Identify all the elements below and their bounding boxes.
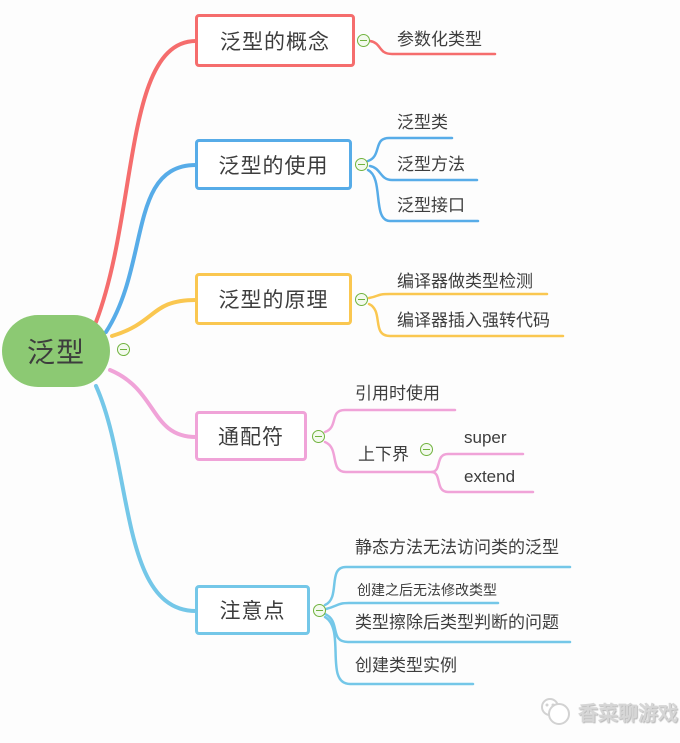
- edge-wildcard-reference-use: [323, 408, 457, 434]
- edge-usage-generic-method: [368, 164, 479, 182]
- edge-notes-no-modify: [324, 601, 500, 611]
- leaf-create-type-instance[interactable]: 创建类型实例: [355, 656, 457, 675]
- collapse-icon-root[interactable]: [117, 343, 130, 356]
- leaf-parameterized-type[interactable]: 参数化类型: [397, 30, 482, 49]
- edge-usage-generic-interface: [366, 168, 480, 223]
- branch-node-usage[interactable]: 泛型的使用: [195, 139, 352, 190]
- watermark-logo-icon: [541, 698, 570, 725]
- leaf-reference-use[interactable]: 引用时使用: [355, 384, 440, 403]
- edge-principle-cast-code: [367, 302, 565, 338]
- leaf-generic-class[interactable]: 泛型类: [397, 113, 448, 132]
- edge-notes-type-erasure: [323, 612, 572, 644]
- node-bounds[interactable]: 上下界: [358, 445, 409, 464]
- leaf-compiler-type-check[interactable]: 编译器做类型检测: [397, 272, 533, 291]
- leaf-static-method-no-access[interactable]: 静态方法无法访问类的泛型: [355, 538, 559, 557]
- edge-concept-parameterized-type: [368, 39, 497, 56]
- leaf-no-modify-after-create[interactable]: 创建之后无法修改类型: [357, 582, 497, 598]
- branch-node-wildcard[interactable]: 通配符: [195, 411, 307, 461]
- watermark: 香菜聊游戏: [538, 695, 678, 727]
- edge-bounds-super: [430, 452, 525, 474]
- leaf-generic-method[interactable]: 泛型方法: [397, 155, 465, 174]
- collapse-icon-principle[interactable]: [355, 293, 368, 306]
- edge-notes-create-instance: [323, 615, 475, 686]
- branch-node-concept[interactable]: 泛型的概念: [195, 14, 355, 67]
- leaf-extend[interactable]: extend: [464, 467, 516, 486]
- leaf-compiler-cast-code[interactable]: 编译器插入强转代码: [397, 311, 550, 330]
- branch-node-notes[interactable]: 注意点: [195, 585, 310, 635]
- edge-root-wildcard: [108, 368, 198, 439]
- watermark-text: 香菜聊游戏: [578, 702, 678, 725]
- leaf-super[interactable]: super: [464, 428, 507, 447]
- edge-root-concept: [94, 39, 198, 324]
- leaf-generic-interface[interactable]: 泛型接口: [397, 196, 465, 215]
- edge-root-principle: [110, 298, 198, 338]
- root-node[interactable]: 泛型: [2, 315, 110, 387]
- collapse-icon-concept[interactable]: [357, 34, 370, 47]
- edge-usage-generic-class: [366, 136, 454, 163]
- edge-root-usage: [104, 163, 198, 334]
- edge-root-notes: [94, 384, 198, 613]
- branch-node-principle[interactable]: 泛型的原理: [195, 273, 352, 325]
- edge-notes-static-method: [323, 565, 572, 607]
- edge-bounds-extend: [430, 470, 535, 494]
- edge-principle-type-check: [367, 292, 549, 300]
- collapse-icon-wildcard[interactable]: [312, 430, 325, 443]
- edge-wildcard-bounds: [323, 440, 434, 474]
- leaf-type-erasure-judgement[interactable]: 类型擦除后类型判断的问题: [355, 613, 559, 632]
- collapse-icon-usage[interactable]: [355, 158, 368, 171]
- collapse-icon-notes[interactable]: [313, 604, 326, 617]
- collapse-icon-bounds[interactable]: [420, 443, 433, 456]
